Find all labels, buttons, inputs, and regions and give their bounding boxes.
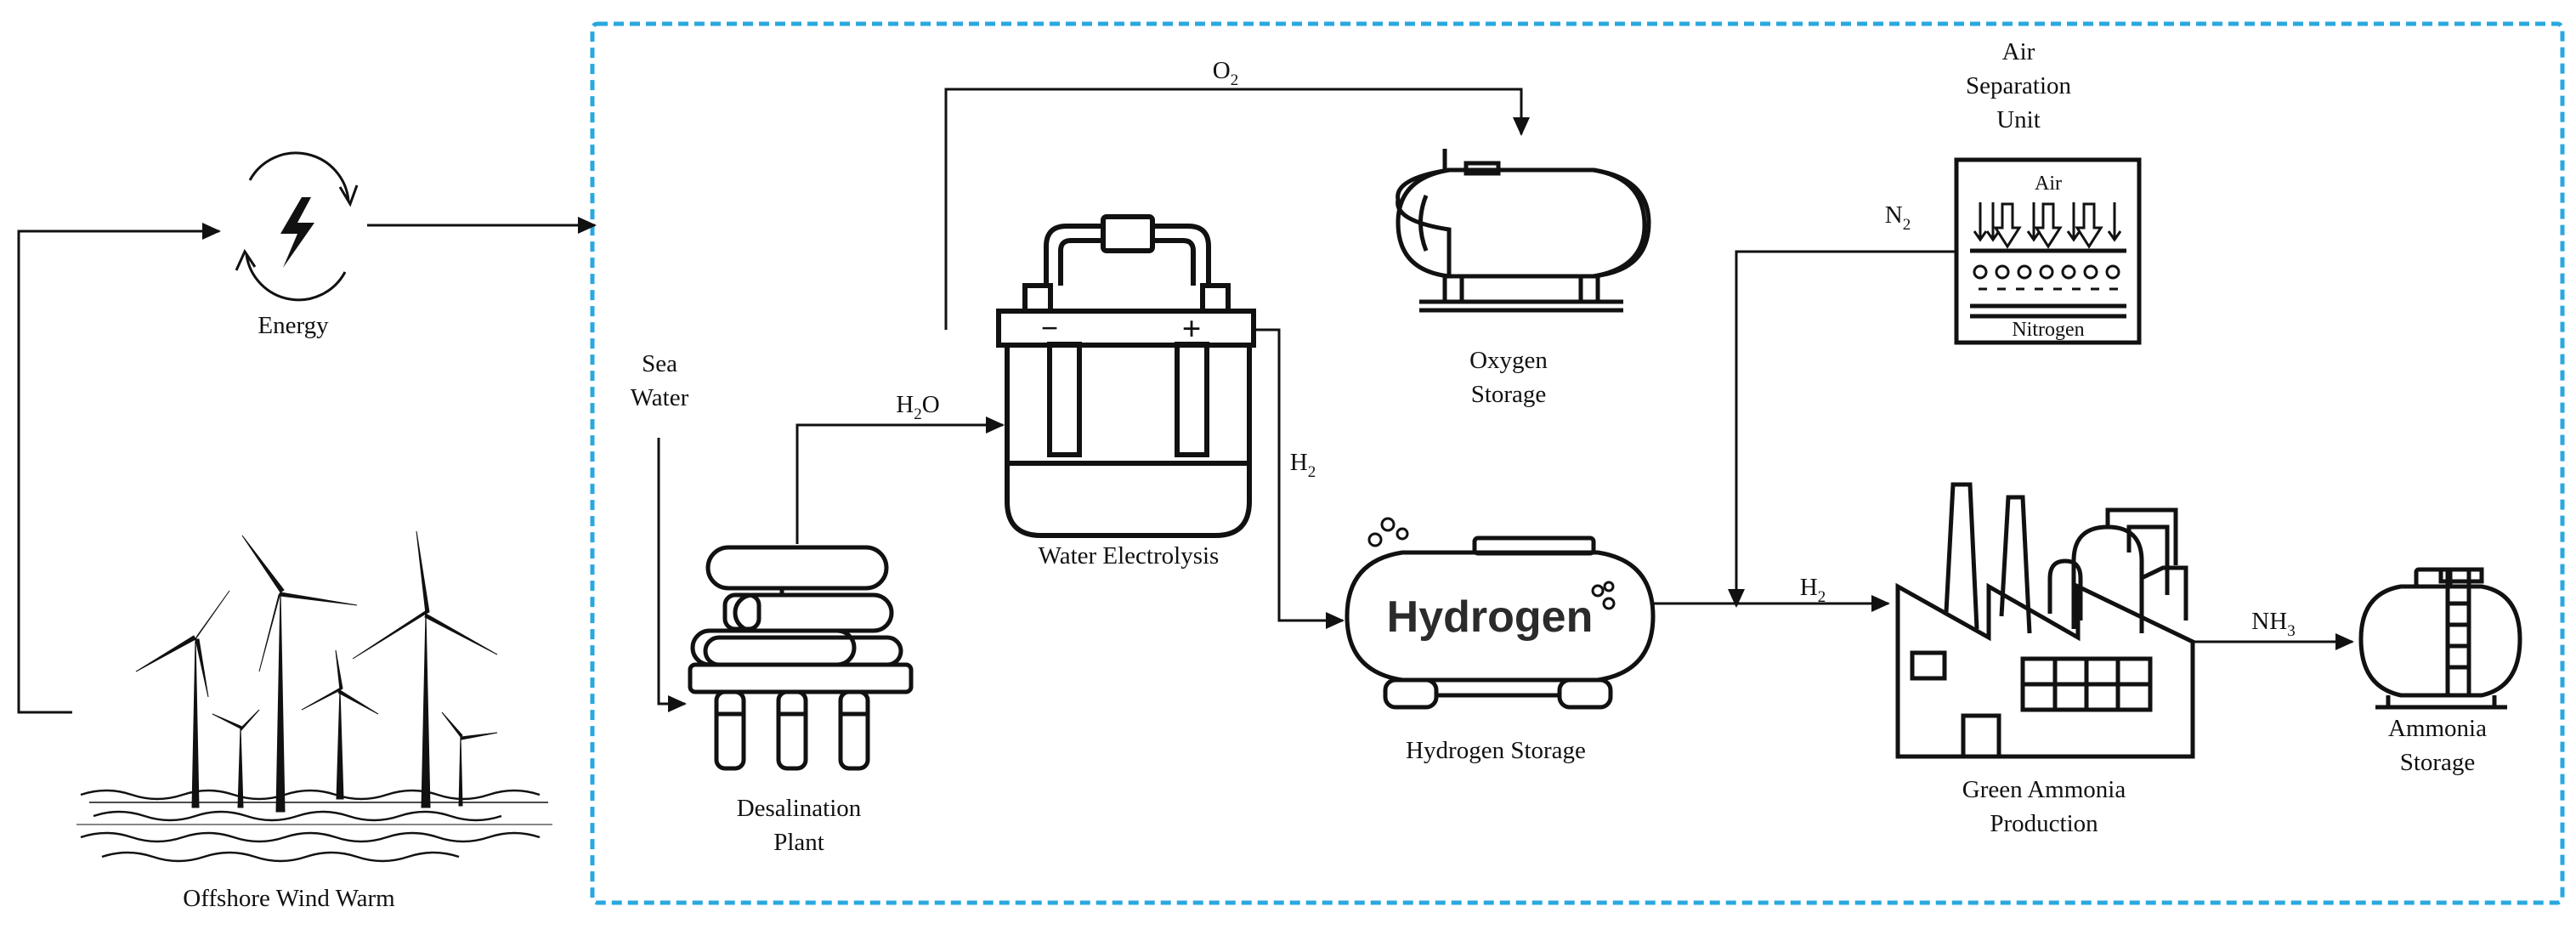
oxygen-label-line1: Oxygen xyxy=(1469,347,1548,374)
desalination-icon xyxy=(688,545,914,771)
flow-lines xyxy=(17,88,2354,714)
energy-cycle-icon xyxy=(235,151,359,302)
oxygen-label-line2: Storage xyxy=(1471,381,1547,408)
oxygen-tank-icon xyxy=(1396,149,1651,313)
electrolyzer-minus: − xyxy=(1041,311,1059,345)
sea-water-label-line1: Sea xyxy=(642,350,677,377)
h2o-line xyxy=(795,416,1005,544)
asu-nitrogen-text: Nitrogen xyxy=(2012,319,2084,341)
electrolysis-label: Water Electrolysis xyxy=(1039,542,1220,570)
electrolyzer-plus: + xyxy=(1182,309,1202,348)
ammonia-production-label-line2: Production xyxy=(1990,810,2098,837)
n2-line xyxy=(1728,250,1955,608)
asu-label-line3: Unit xyxy=(1996,106,2041,133)
asu-air-text: Air xyxy=(2035,173,2062,195)
o2-line xyxy=(944,88,1530,330)
o2-label: O2 xyxy=(1213,57,1238,89)
hydrogen-storage-label: Hydrogen Storage xyxy=(1406,737,1586,764)
hydrogen-tank-icon xyxy=(1345,517,1656,710)
ammonia-production-label-line1: Green Ammonia xyxy=(1962,776,2126,803)
h2-electrolysis-label: H2 xyxy=(1290,449,1316,481)
asu-label-line2: Separation xyxy=(1966,72,2072,99)
wind-to-energy-line xyxy=(17,223,221,714)
system-boundary xyxy=(590,21,2565,905)
air-separation-icon xyxy=(1954,157,2142,345)
desalination-label-line1: Desalination xyxy=(737,795,862,822)
n2-label: N2 xyxy=(1885,201,1911,234)
hydrogen-tank-text: Hydrogen xyxy=(1387,592,1594,642)
sea-water-line xyxy=(657,438,687,712)
wind-farm-label: Offshore Wind Warm xyxy=(183,885,395,912)
ammonia-storage-label-line1: Ammonia xyxy=(2388,715,2487,742)
desalination-label-line2: Plant xyxy=(773,829,824,856)
wind-turbine-icon xyxy=(135,530,498,813)
sea-water-label-line2: Water xyxy=(631,384,689,411)
nh3-label: NH3 xyxy=(2251,608,2295,640)
ammonia-storage-label-line2: Storage xyxy=(2400,749,2476,776)
electrolyzer-icon xyxy=(996,214,1256,538)
h2-electrolysis-line xyxy=(1256,328,1345,629)
h2o-label: H2O xyxy=(896,391,939,423)
factory-icon xyxy=(1895,482,2195,759)
ammonia-tank-icon xyxy=(2358,567,2522,710)
sea-waves xyxy=(76,789,552,863)
energy-label: Energy xyxy=(258,312,329,339)
asu-label-line1: Air xyxy=(2002,38,2035,65)
h2-to-ammonia-label: H2 xyxy=(1800,574,1826,606)
